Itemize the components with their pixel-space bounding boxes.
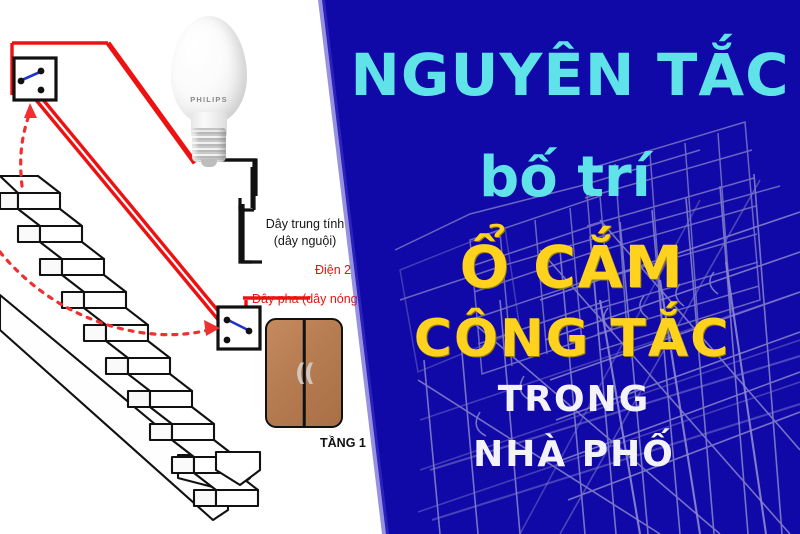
title-o-cam: Ổ CẮM <box>459 233 685 301</box>
diagram-svg <box>0 41 310 522</box>
title-cong-tac: CÔNG TẮC <box>413 309 731 369</box>
title-nguyen-tac: NGUYÊN TẮC <box>350 41 790 109</box>
headline-block: NGUYÊN TẮC bố trí Ổ CẮM CÔNG TẮC TRONG N… <box>330 0 800 534</box>
phase-wire-label: Dây pha (dây nóng <box>252 292 358 306</box>
neutral-wire-label: Dây trung tính (dây nguội) <box>245 216 365 250</box>
stair-steps <box>0 174 262 508</box>
direction-arrowheads <box>24 103 220 336</box>
bulb-glass <box>171 16 247 124</box>
switch-upper-stair[interactable] <box>12 56 58 102</box>
neutral-left-bracket <box>241 204 262 264</box>
wall-switch-plate[interactable]: (( <box>265 318 343 428</box>
live-wire <box>10 41 310 324</box>
bulb-screw-base <box>192 128 226 162</box>
bulb-brand-label: PHILIPS <box>190 95 228 104</box>
floor-label: TẦNG 1 <box>320 436 366 450</box>
neutral-wire-path <box>250 168 254 206</box>
title-bo-tri: bố trí <box>479 145 651 210</box>
switch-lower-stair[interactable] <box>216 305 262 351</box>
title-nha-pho: NHÀ PHỐ <box>473 434 675 475</box>
neutral-wire-label-line2: (dây nguội) <box>273 233 337 248</box>
neutral-wire-label-line1: Dây trung tính <box>265 217 345 231</box>
staircase <box>0 174 262 522</box>
title-trong: TRONG <box>497 379 651 420</box>
switch-rocker-icon: (( <box>295 359 315 387</box>
light-bulb: PHILIPS <box>165 16 253 168</box>
bulb-tip <box>201 159 217 167</box>
switch-plate-divider <box>302 320 306 426</box>
power-source-label: Điện 2 <box>315 263 352 277</box>
stair-wiring-diagram: PHILIPS (( TẦNG 1 Dây trung tính (dây ng… <box>0 16 366 522</box>
